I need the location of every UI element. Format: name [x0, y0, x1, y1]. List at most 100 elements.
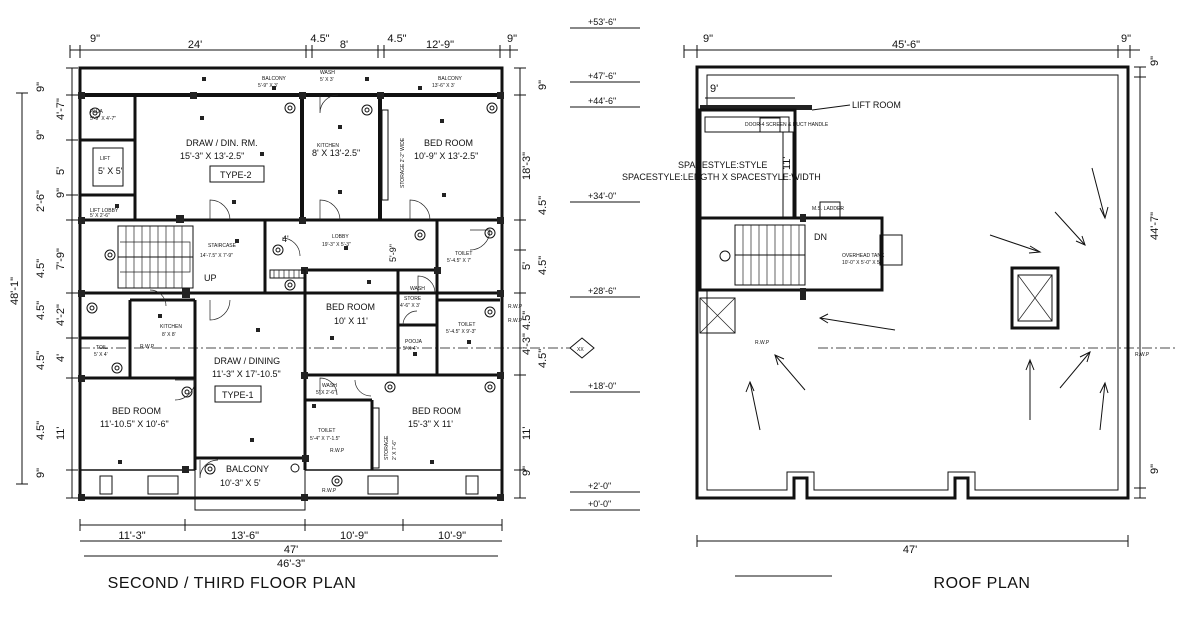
type1-box [214, 385, 262, 403]
top-dim-5: 4.5" [387, 33, 406, 45]
roof-side-dim-2: 44'-7" [1149, 212, 1161, 240]
toilet-lower-size: 5'-4" X 7'-1.5" [310, 436, 340, 442]
right-dim-10: 9" [521, 466, 533, 476]
roof-top-dim-1: 9" [703, 33, 713, 45]
roof-lift-shaft [699, 297, 736, 334]
type2-box [209, 165, 265, 183]
door-swings [149, 94, 491, 479]
storage-lower-size: 2' X 7'-6" [392, 440, 398, 460]
level-8: +0'-0" [588, 499, 611, 509]
skylight [1010, 266, 1060, 330]
rwp-label-4: R.W.P [330, 448, 345, 454]
overhead-tank-box [879, 234, 903, 266]
lift-room-block [698, 108, 797, 220]
roof-top-dim-3: 9" [1121, 33, 1131, 45]
floor-plan: 9" 24' 4.5" 8' 4.5" 12'-9" 9" BALCONY 5'… [9, 33, 595, 592]
left-dim-3: 9" [35, 130, 47, 140]
left-dim-total: 48'-1" [9, 277, 21, 305]
toilet-r1-label: TOILET [455, 251, 472, 257]
windows [99, 109, 479, 495]
left-dimension-chain: 9" 4'-7" 9" 5' 2'-6" 9" 7'-9" 4.5" 4.5" … [9, 67, 78, 499]
top-dim-1: 9" [90, 33, 100, 45]
light-points [115, 77, 471, 464]
dn-label: DN [814, 232, 827, 242]
roof-side-dim-1: 9" [1149, 56, 1161, 66]
left-dim-4: 5' [55, 167, 67, 175]
right-dimension-chain: 9" 18'-3" 4.5" 4.5" 5' 4.5" 4'-3" 4.5" 1… [514, 67, 549, 499]
lift-machine-box [704, 116, 790, 133]
section-marker [569, 337, 595, 359]
kitchen-left-label: KITCHEN [160, 324, 182, 330]
left-dim-5: 2'-6" [35, 190, 47, 212]
kitchen-top-size: 8' X 13'-2.5" [312, 148, 360, 158]
roof-drain-1 [719, 250, 731, 262]
level-1: +53'-6" [588, 17, 616, 27]
interior-walls [80, 93, 502, 471]
store-mid-size: 4'-6" X 3' [400, 303, 420, 309]
lift-lobby-size: 5' X 2'-6" [90, 213, 110, 219]
rwp-label-3: R.W.P [508, 318, 523, 324]
roof-plan: 9" 45'-6" 9" 9' 11' LIFT ROOM [622, 33, 1175, 592]
roof-parapet-outer [695, 65, 1130, 500]
bottom-dim-total: 47' [284, 544, 298, 556]
ladder-label: M.S. LADDER [812, 206, 844, 212]
ladder-box [819, 201, 841, 219]
level-7: +2'-0" [588, 481, 611, 491]
balcony-top-right-label: BALCONY [438, 76, 463, 82]
right-dim-4: 4.5" [537, 256, 549, 275]
left-dim-1: 9" [35, 82, 47, 92]
level-markers: +53'-6" +47'-6" +44'-6" +34'-0" +28'-6" … [570, 17, 640, 511]
roof-dim-11: 11' [781, 156, 793, 170]
staircase-label: STAIRCASE [208, 243, 237, 249]
right-dim-2: 18'-3" [521, 152, 533, 180]
balcony-bottom-size: 10'-3" X 5' [220, 478, 261, 488]
bedroom-bl-label: BED ROOM [112, 406, 161, 416]
floor-plan-title: SECOND / THIRD FLOOR PLAN [108, 575, 357, 592]
right-dim-6: 4.5" [521, 311, 533, 330]
roof-staircase [734, 224, 806, 286]
left-dim-12: 4' [55, 354, 67, 362]
roof-column-1 [800, 214, 806, 222]
draw-din-label: DRAW / DIN. RM. [186, 138, 258, 148]
toilet-r1-size: 5'-4.5" X 7' [447, 258, 471, 264]
bedroom-mid-label: BED ROOM [326, 302, 375, 312]
draw-din-size: 15'-3" X 13'-2.5" [180, 151, 244, 161]
dim-4-label: 4' [282, 234, 289, 244]
type1-label: TYPE-1 [222, 390, 254, 400]
lift-shaft [92, 147, 124, 187]
right-dim-9: 11' [521, 426, 533, 440]
section-marker-label: XX [577, 347, 584, 353]
left-dim-11: 4.5" [35, 351, 47, 370]
roof-plan-title: ROOF PLAN [934, 575, 1031, 592]
storage-niche-label: STORAGE 2'-2" WIDE [400, 137, 406, 188]
left-dim-7: 7'-9" [55, 248, 67, 270]
style-line-2: SPACESTYLE:LENGTH X SPACESTYLE:WIDTH [622, 172, 821, 182]
level-6: +18'-0" [588, 381, 616, 391]
lift-room-label: LIFT ROOM [852, 100, 901, 110]
level-2: +47'-6" [588, 71, 616, 81]
top-dimension-chain: 9" 24' 4.5" 8' 4.5" 12'-9" 9" [69, 33, 518, 58]
storage-lower-label: STORAGE [384, 435, 390, 460]
toilet-r2-label: TOILET [458, 322, 475, 328]
bedroom-br-size: 15'-3" X 11' [408, 419, 453, 429]
roof-rwp-1: R.W.P [755, 340, 770, 346]
bottom-dim-4: 10'-9" [438, 530, 466, 542]
staircase [117, 225, 194, 289]
up-label: UP [204, 273, 217, 283]
draw-dining-label: DRAW / DINING [214, 356, 280, 366]
toil-size: 5' X 4' [94, 352, 108, 358]
wash-label: WASH [320, 70, 335, 76]
bottom-dim-3: 10'-9" [340, 530, 368, 542]
dim-5-9-label: 5'-9" [388, 244, 398, 262]
left-dim-14: 11' [55, 426, 67, 440]
lobby-size: 19'-3" X 5'-3" [322, 242, 351, 248]
level-3: +44'-6" [588, 96, 616, 106]
bottom-dimension-chain: 11'-3" 13'-6" 10'-9" 10'-9" 47' 46'-3" [79, 519, 503, 570]
roof-parapet-inner [706, 74, 1119, 491]
fixtures [86, 102, 498, 487]
lobby-label: LOBBY [332, 234, 349, 240]
wash-mid-label: WASH [410, 286, 425, 292]
type2-label: TYPE-2 [220, 170, 252, 180]
rwp-label-1: R.W.P [140, 344, 155, 350]
bedroom-mid-size: 10' X 11' [334, 316, 368, 326]
